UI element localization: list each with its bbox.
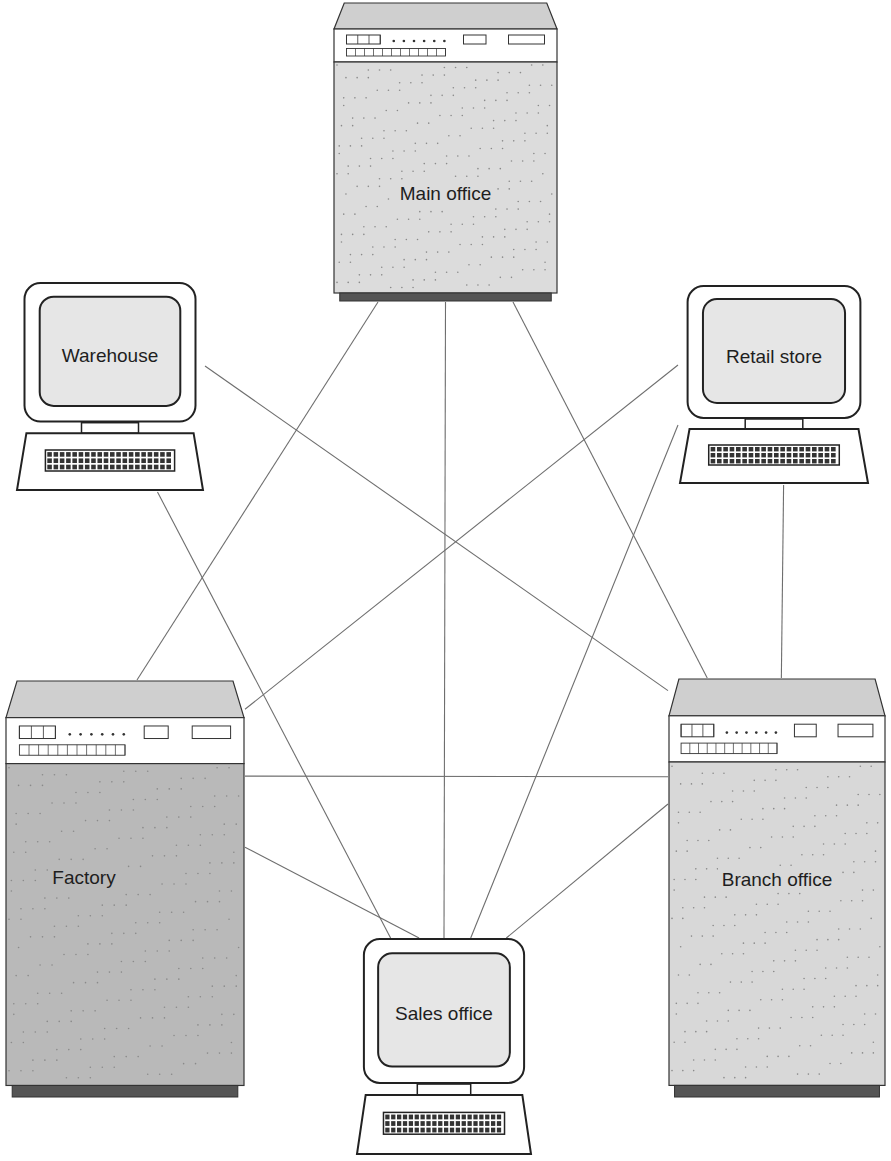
network-link xyxy=(781,485,783,678)
terminal-illustration xyxy=(678,285,870,485)
node-label: Main office xyxy=(396,182,496,206)
node-label: Retail store xyxy=(722,345,826,369)
network-link xyxy=(205,366,668,691)
network-link xyxy=(245,847,419,938)
cabinet-illustration xyxy=(333,2,558,302)
label-area: Factory xyxy=(9,866,159,890)
computer-cabinet: Factory xyxy=(5,680,245,1098)
computer-terminal: Sales office xyxy=(355,938,533,1156)
network-link xyxy=(245,776,668,778)
node-label: Factory xyxy=(48,866,119,890)
computer-cabinet: Branch office xyxy=(668,678,886,1098)
label-area: Warehouse xyxy=(15,344,205,368)
network-link xyxy=(506,804,668,938)
label-area: Branch office xyxy=(668,868,886,892)
node-label: Warehouse xyxy=(58,344,162,368)
network-link xyxy=(444,302,446,938)
label-area: Sales office xyxy=(355,1002,533,1026)
terminal-illustration xyxy=(355,938,533,1156)
network-link xyxy=(471,425,678,938)
network-link xyxy=(245,365,678,709)
node-label: Sales office xyxy=(391,1002,497,1026)
cabinet-illustration xyxy=(5,680,245,1098)
label-area: Main office xyxy=(333,182,558,206)
computer-terminal: Warehouse xyxy=(15,282,205,492)
terminal-illustration xyxy=(15,282,205,492)
node-label: Branch office xyxy=(718,868,837,892)
network-link xyxy=(513,302,707,678)
label-area: Retail store xyxy=(678,345,870,369)
computer-cabinet: Main office xyxy=(333,2,558,302)
computer-terminal: Retail store xyxy=(678,285,870,485)
